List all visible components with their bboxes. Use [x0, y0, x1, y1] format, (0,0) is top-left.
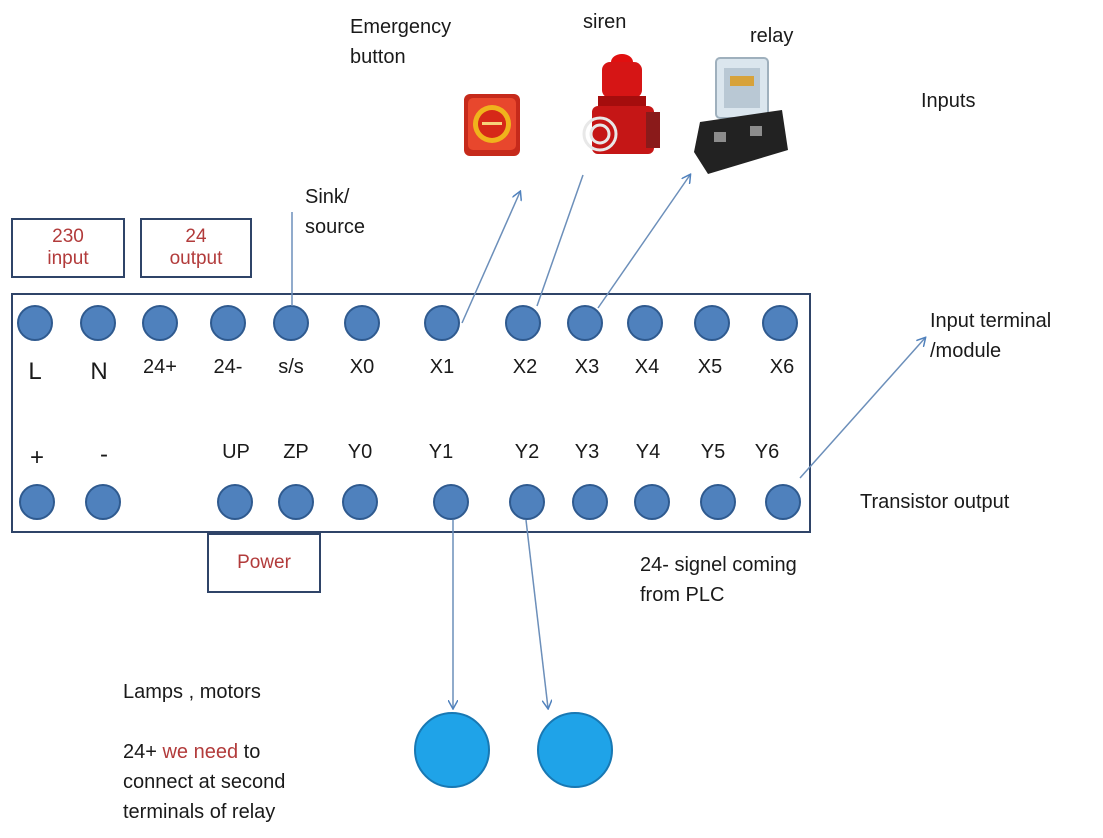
terminal-label-X2: X2 [512, 356, 538, 378]
siren-image [580, 52, 665, 164]
power-box: Power [207, 533, 321, 593]
inputs-label: Inputs [921, 90, 976, 112]
transistor-output-label: Transistor output [860, 491, 1010, 513]
terminal-plus [19, 484, 55, 520]
terminal-Y6 [765, 484, 801, 520]
terminal-label-24minus: 24- [213, 356, 243, 378]
relay-note-prefix: 24+ [123, 741, 163, 763]
input-terminal-label: Input terminal /module [930, 310, 1052, 362]
terminal-label-X3: X3 [574, 356, 600, 378]
terminal-label-ZP: ZP [283, 441, 309, 463]
terminal-N [80, 305, 116, 341]
terminal-label-Y2: Y2 [514, 441, 540, 463]
output-device-2 [537, 712, 613, 788]
relay-note-rest: connect at second terminals of relay [123, 771, 286, 823]
terminal-X5 [694, 305, 730, 341]
terminal-label-Y3: Y3 [574, 441, 600, 463]
output-24-box: 24 output [140, 218, 252, 278]
y6-to-input-terminal-arrow [799, 338, 925, 479]
terminal-label-plus: + [29, 444, 44, 471]
terminal-label-Y5: Y5 [700, 441, 726, 463]
x2-to-siren-line [536, 174, 584, 307]
terminal-label-24plus: 24+ [143, 356, 177, 378]
terminal-Y3 [572, 484, 608, 520]
terminal-X1 [424, 305, 460, 341]
terminal-Y4 [634, 484, 670, 520]
terminal-label-minus: - [100, 441, 108, 468]
input-230-box: 230 input [11, 218, 125, 278]
terminal-label-X0: X0 [349, 356, 375, 378]
terminal-UP [217, 484, 253, 520]
terminal-minus [85, 484, 121, 520]
terminal-label-L: L [28, 358, 42, 385]
relay-note: 24+ we need to connect at second termina… [123, 737, 285, 827]
terminal-24plus [142, 305, 178, 341]
emergency-button-label: Emergency button [350, 16, 452, 68]
terminal-label-X6: X6 [769, 356, 795, 378]
output-device-1 [414, 712, 490, 788]
terminal-label-UP: UP [222, 441, 250, 463]
plc-module [11, 293, 811, 533]
terminal-label-X4: X4 [634, 356, 660, 378]
terminal-X0 [344, 305, 380, 341]
sink-source-label: Sink/ source [305, 186, 366, 238]
terminal-label-Y0: Y0 [347, 441, 373, 463]
terminal-label-X1: X1 [429, 356, 455, 378]
terminal-label-Y1: Y1 [428, 441, 454, 463]
terminal-label-ss: s/s [278, 356, 304, 378]
relay-image [690, 52, 790, 182]
terminal-Y0 [342, 484, 378, 520]
terminal-X4 [627, 305, 663, 341]
relay-note-highlight: we need [162, 741, 239, 763]
relay-label: relay [750, 25, 794, 47]
terminal-label-X5: X5 [697, 356, 723, 378]
terminal-label-N: N [90, 358, 108, 385]
terminal-X3 [567, 305, 603, 341]
terminal-Y2 [509, 484, 545, 520]
terminal-ss [273, 305, 309, 341]
terminal-L [17, 305, 53, 341]
terminal-24minus [210, 305, 246, 341]
lamps-motors-label: Lamps , motors [123, 681, 261, 703]
terminal-Y5 [700, 484, 736, 520]
siren-label: siren [583, 11, 627, 33]
terminal-ZP [278, 484, 314, 520]
terminal-X2 [505, 305, 541, 341]
terminal-label-Y6: Y6 [754, 441, 780, 463]
y2-to-output-arrow [525, 519, 548, 708]
emergency-button-image [462, 92, 522, 162]
x3-to-relay-arrow [597, 175, 690, 309]
relay-note-suffix: to [238, 741, 261, 763]
terminal-X6 [762, 305, 798, 341]
terminal-label-Y4: Y4 [635, 441, 661, 463]
signal-label: 24- signel coming from PLC [640, 554, 797, 606]
terminal-Y1 [433, 484, 469, 520]
